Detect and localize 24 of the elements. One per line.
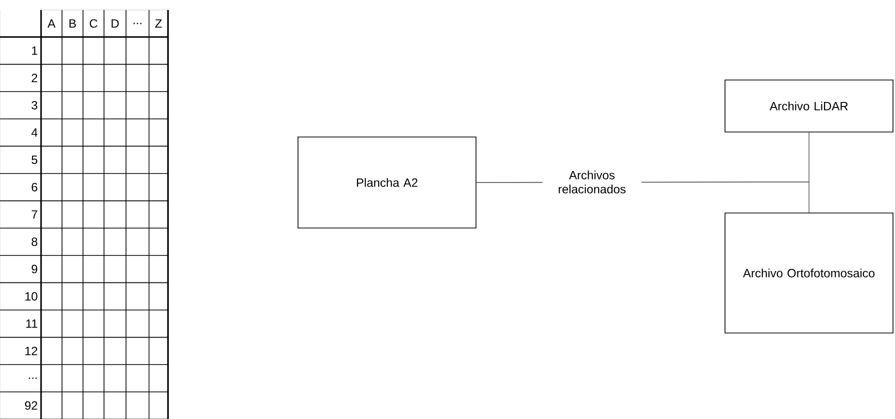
row-number: 4 (31, 128, 38, 137)
row-number: ... (28, 378, 37, 379)
column-header: Z (155, 19, 162, 28)
process-box: Archivo Ortofotomosaico (724, 212, 894, 334)
row-number: 11 (26, 320, 38, 328)
row-number: 1 (32, 46, 38, 55)
column-header: C (90, 19, 98, 28)
row-number: 2 (32, 74, 38, 82)
row-number: 92 (25, 401, 38, 410)
row-number: 6 (32, 182, 38, 192)
row-number: 7 (32, 210, 38, 219)
edge-label: Archivos relacionados (542, 168, 642, 196)
column-header: ... (134, 22, 142, 24)
process-box: Plancha A2 (298, 136, 476, 228)
column-header: B (70, 19, 76, 28)
row-number: 5 (32, 156, 38, 164)
row-number: 3 (32, 101, 38, 110)
row-number: 9 (32, 264, 38, 274)
row-number: 10 (25, 292, 38, 301)
row-number: 12 (25, 346, 38, 356)
column-header: A (48, 19, 56, 28)
column-header: D (112, 19, 119, 28)
process-box: Archivo LiDAR (724, 80, 894, 132)
row-number: 8 (32, 238, 38, 246)
